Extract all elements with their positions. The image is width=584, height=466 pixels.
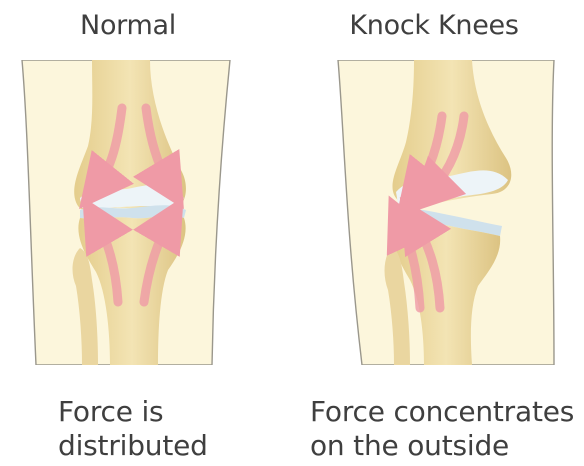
normal-caption-line-1: Force is: [58, 395, 208, 429]
normal-title: Normal: [0, 10, 274, 41]
knock-knees-title: Knock Knees: [288, 10, 580, 41]
normal-knee-svg: [0, 60, 292, 365]
knock-knees-caption-line-1: Force concentrates: [310, 395, 574, 429]
normal-caption-line-2: distributed: [58, 429, 208, 463]
knock-knees-caption: Force concentrates on the outside: [310, 395, 574, 463]
normal-caption: Force is distributed: [58, 395, 208, 463]
knock-knees-illustration: [292, 60, 584, 365]
knock-knees-caption-line-2: on the outside: [310, 429, 574, 463]
normal-panel: Normal: [0, 0, 292, 466]
normal-knee-illustration: [0, 60, 292, 365]
knock-knees-svg: [292, 60, 584, 365]
knock-knees-panel: Knock Knees: [292, 0, 584, 466]
